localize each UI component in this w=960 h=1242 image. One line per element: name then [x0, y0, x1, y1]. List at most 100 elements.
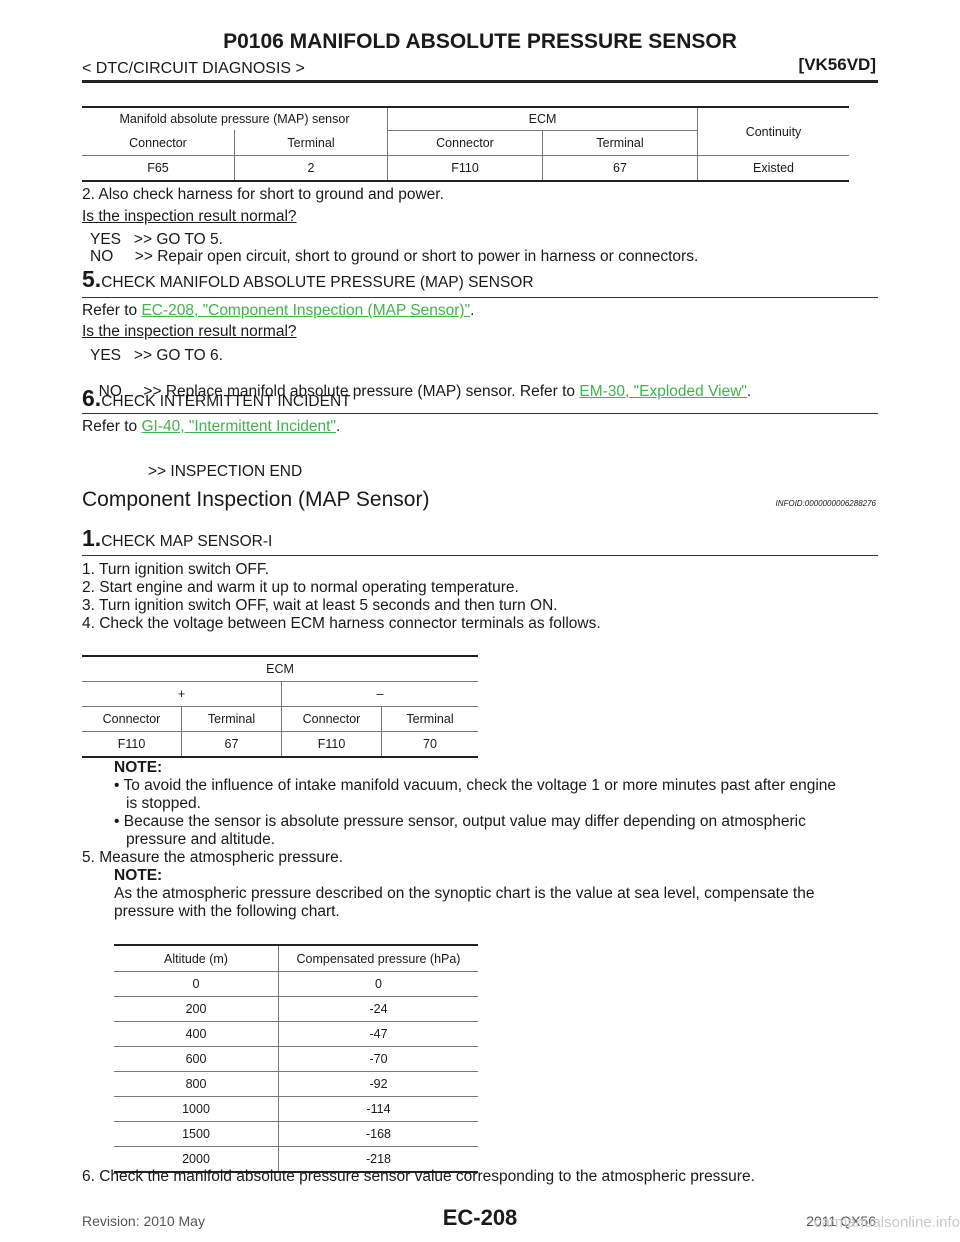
voltage-table: ECM + – Connector Terminal Connector Ter…: [82, 655, 478, 758]
reference-link[interactable]: EM-30, "Exploded View": [579, 383, 747, 400]
note-text: As the atmospheric pressure described on…: [114, 885, 815, 902]
step-item: 6. Check the manifold absolute pressure …: [82, 1168, 755, 1185]
altitude-cell: 1500: [114, 1121, 279, 1147]
page-number: EC-208: [442, 1205, 518, 1230]
no-branch: NO >> Repair open circuit, short to grou…: [90, 248, 699, 265]
table-row: 200 -24: [114, 996, 478, 1022]
divider: [82, 413, 878, 414]
revision-date: Revision: 2010 May: [82, 1213, 205, 1229]
step-item: 2. Start engine and warm it up to normal…: [82, 579, 519, 596]
pressure-cell: -92: [278, 1071, 478, 1097]
altitude-cell: 600: [114, 1046, 279, 1072]
no-text: NO >> Replace manifold absolute pressure…: [98, 383, 580, 400]
header-terminal: Terminal: [234, 130, 388, 156]
header-terminal: Terminal: [181, 706, 282, 732]
continuity-table: Manifold absolute pressure (MAP) sensor …: [82, 106, 849, 182]
group-map-sensor: Manifold absolute pressure (MAP) sensor: [82, 107, 388, 130]
altitude-cell: 800: [114, 1071, 279, 1097]
note-text: pressure with the following chart.: [114, 903, 340, 920]
note-bullet: • To avoid the influence of intake manif…: [114, 777, 836, 794]
page-title: P0106 MANIFOLD ABSOLUTE PRESSURE SENSOR: [223, 30, 737, 53]
altitude-cell: 2000: [114, 1146, 279, 1172]
pressure-cell: -168: [278, 1121, 478, 1147]
engine-model: [VK56VD]: [798, 55, 876, 74]
watermark: carmanualsonline.info: [814, 1214, 960, 1231]
table-cell: F110: [281, 731, 382, 757]
step-title: CHECK MANIFOLD ABSOLUTE PRESSURE (MAP) S…: [101, 274, 534, 291]
info-id: INFOID:0000000006288276: [775, 499, 876, 508]
divider: [82, 297, 878, 298]
pressure-cell: -47: [278, 1021, 478, 1047]
header-continuity: Continuity: [697, 107, 849, 156]
note-label: NOTE:: [114, 867, 163, 884]
note-bullet-cont: is stopped.: [126, 795, 201, 812]
question: Is the inspection result normal?: [82, 323, 297, 340]
table-cell: 67: [542, 155, 698, 181]
altitude-cell: 0: [114, 971, 279, 997]
header-connector: Connector: [281, 706, 382, 732]
yes-branch: YES >> GO TO 5.: [90, 231, 223, 248]
step-item: 1. Turn ignition switch OFF.: [82, 561, 269, 578]
step-heading: 5.CHECK MANIFOLD ABSOLUTE PRESSURE (MAP)…: [82, 266, 534, 293]
header-connector: Connector: [82, 706, 182, 732]
reference-link[interactable]: GI-40, "Intermittent Incident": [141, 418, 336, 435]
table-row: 600 -70: [114, 1046, 478, 1072]
refer-text: .: [335, 418, 341, 435]
divider: [82, 555, 878, 556]
altitude-table: Altitude (m) Compensated pressure (hPa) …: [114, 944, 478, 1173]
yes-branch: YES >> GO TO 6.: [90, 347, 223, 364]
table-row: 0 0: [114, 971, 478, 997]
table-cell: F110: [387, 155, 543, 181]
note-label: NOTE:: [114, 759, 163, 776]
positive-terminal: +: [82, 681, 282, 707]
step-heading: 1.CHECK MAP SENSOR-I: [82, 525, 272, 552]
header-rule: [82, 80, 878, 83]
inspection-end: >> INSPECTION END: [148, 463, 303, 480]
step-item: 4. Check the voltage between ECM harness…: [82, 615, 601, 632]
note-bullet: • Because the sensor is absolute pressur…: [114, 813, 806, 830]
table-cell: 2: [234, 155, 388, 181]
pressure-cell: -114: [278, 1096, 478, 1122]
pressure-cell: -218: [365, 1152, 392, 1166]
table-cell: F65: [82, 155, 235, 181]
reference-link[interactable]: EC-208, "Component Inspection (MAP Senso…: [141, 302, 471, 319]
altitude-cell: 1000: [114, 1096, 279, 1122]
refer-text: Refer to: [82, 302, 142, 319]
step-number: 1.: [82, 525, 102, 551]
table-cell: Existed: [753, 161, 794, 175]
header-pressure: Compensated pressure (hPa): [278, 945, 478, 972]
altitude-cell: 200: [114, 996, 279, 1022]
section-title: Component Inspection (MAP Sensor): [82, 488, 430, 511]
table-row: 400 -47: [114, 1021, 478, 1047]
pressure-cell: -70: [278, 1046, 478, 1072]
header-connector: Connector: [387, 130, 543, 156]
step-item: 5. Measure the atmospheric pressure.: [82, 849, 344, 866]
header-altitude: Altitude (m): [114, 945, 279, 972]
group-ecm: ECM: [387, 107, 698, 131]
pressure-cell: -24: [278, 996, 478, 1022]
refer-text: .: [470, 302, 475, 319]
step-item: 3. Turn ignition switch OFF, wait at lea…: [82, 597, 558, 614]
group-ecm: ECM: [82, 656, 478, 682]
step-number: 6.: [82, 385, 102, 411]
header-terminal: Terminal: [542, 130, 698, 156]
refer-text: Refer to: [82, 418, 142, 435]
no-branch: NO >> Replace manifold absolute pressure…: [90, 365, 752, 401]
table-cell: F110: [82, 731, 182, 757]
note-bullet-cont: pressure and altitude.: [126, 831, 276, 848]
table-row: 800 -92: [114, 1071, 478, 1097]
step-title: CHECK MAP SENSOR-I: [101, 533, 273, 550]
vehicle-model: 2011 QX56: [806, 1213, 876, 1229]
no-text: .: [746, 383, 752, 400]
step-item: 2. Also check harness for short to groun…: [82, 186, 444, 203]
question: Is the inspection result normal?: [82, 208, 297, 225]
breadcrumb: < DTC/CIRCUIT DIAGNOSIS >: [82, 60, 305, 77]
header-terminal: Terminal: [381, 706, 478, 732]
table-cell: 67: [181, 731, 282, 757]
refer-line: Refer to GI-40, "Intermittent Incident".: [82, 418, 340, 436]
table-row: 1500 -168: [114, 1121, 478, 1147]
step-number: 5.: [82, 266, 102, 292]
altitude-cell: 400: [114, 1021, 279, 1047]
step-title: CHECK INTERMITTENT INCIDENT: [101, 393, 351, 410]
table-row: F65 2 F110 67 Existed: [82, 155, 849, 181]
